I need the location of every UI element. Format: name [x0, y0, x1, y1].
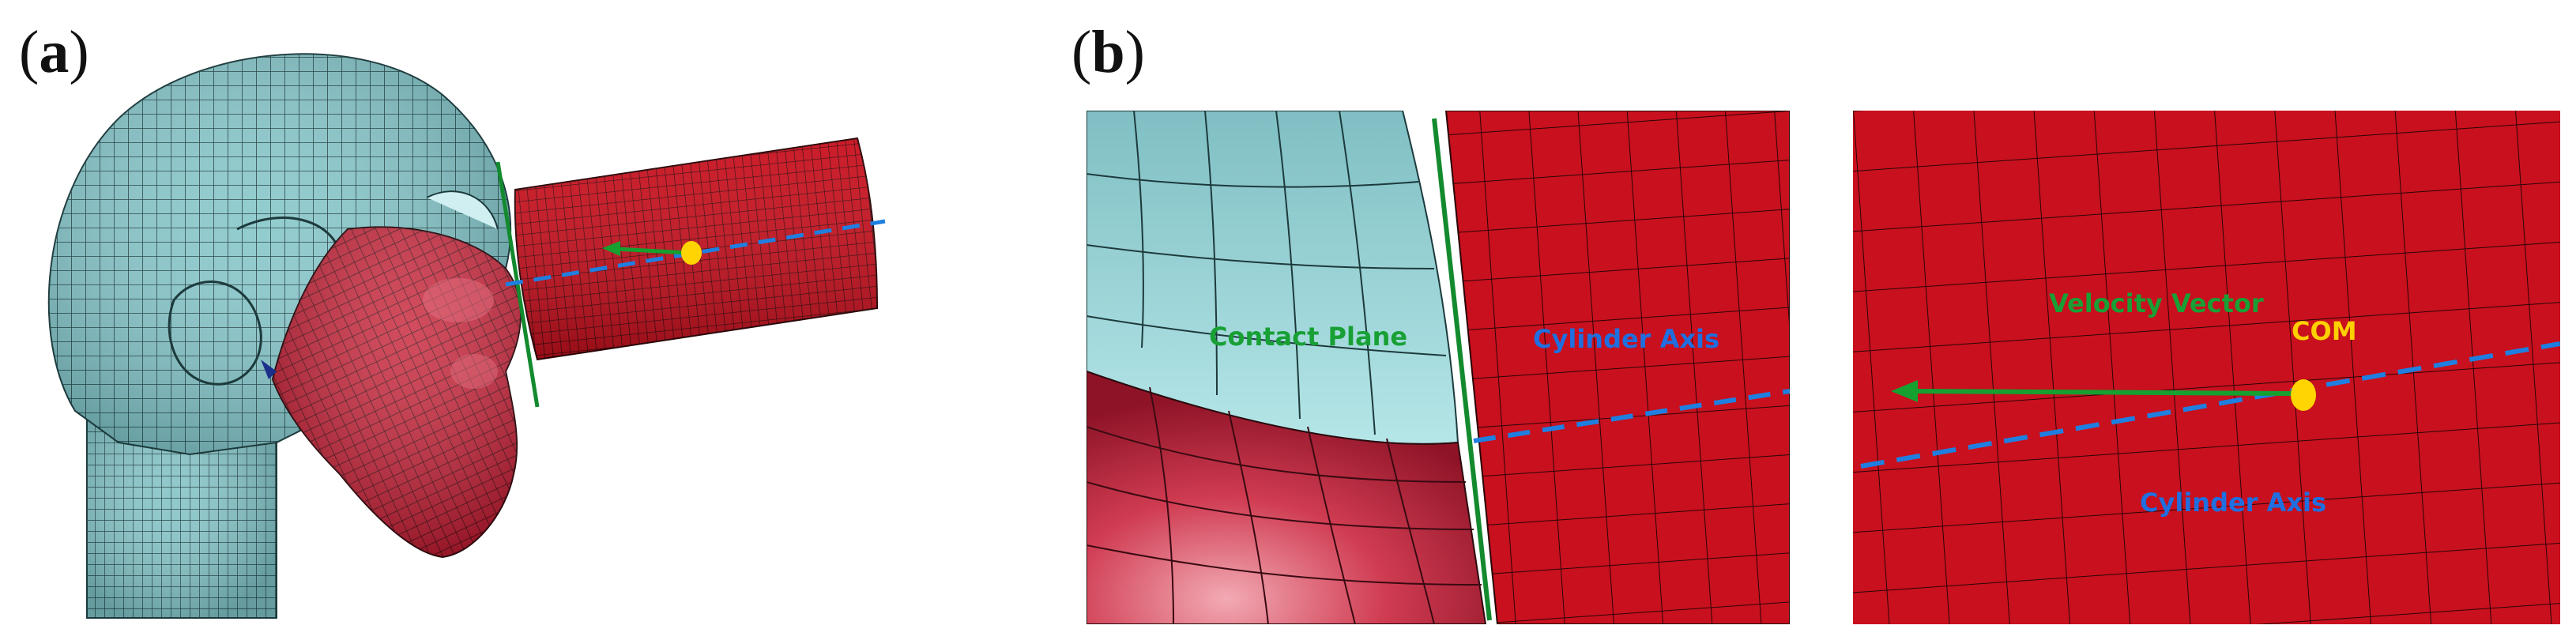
- cylinder-axis-label-right: Cylinder Axis: [2140, 488, 2326, 518]
- com-velocity-closeup: Velocity Vector COM Cylinder Axis: [1853, 111, 2560, 624]
- head-impact-model: [47, 53, 886, 619]
- com-marker: [681, 241, 702, 265]
- velocity-vector-arrow: [602, 241, 688, 256]
- velocity-vector-label: Velocity Vector: [2049, 288, 2264, 318]
- face-surface-closeup: [1087, 370, 1487, 624]
- cylinder-axis-line-detail: [1860, 341, 2560, 469]
- cylinder-axis-label-left: Cylinder Axis: [1533, 324, 1719, 354]
- cylinder-surface-closeup: [1444, 111, 1790, 624]
- cylinder-axis-line: [505, 219, 886, 287]
- com-label: COM: [2292, 316, 2357, 346]
- contact-closeup: Contact Plane Cylinder Axis: [1087, 111, 1790, 624]
- contact-plane-label: Contact Plane: [1209, 322, 1407, 352]
- head-surface-closeup: [1087, 111, 1459, 445]
- cylinder-axis-line-closeup: [1473, 389, 1790, 443]
- panel-label-b: (b): [1071, 19, 1145, 85]
- com-marker-detail: [2291, 379, 2316, 411]
- cylinder-surface-detail: [1853, 111, 2560, 624]
- panel-label-a: (a): [19, 19, 89, 85]
- velocity-vector-arrow-detail: [1891, 380, 2292, 402]
- face-mesh: [261, 226, 522, 559]
- contact-plane-line-closeup: [1432, 118, 1492, 621]
